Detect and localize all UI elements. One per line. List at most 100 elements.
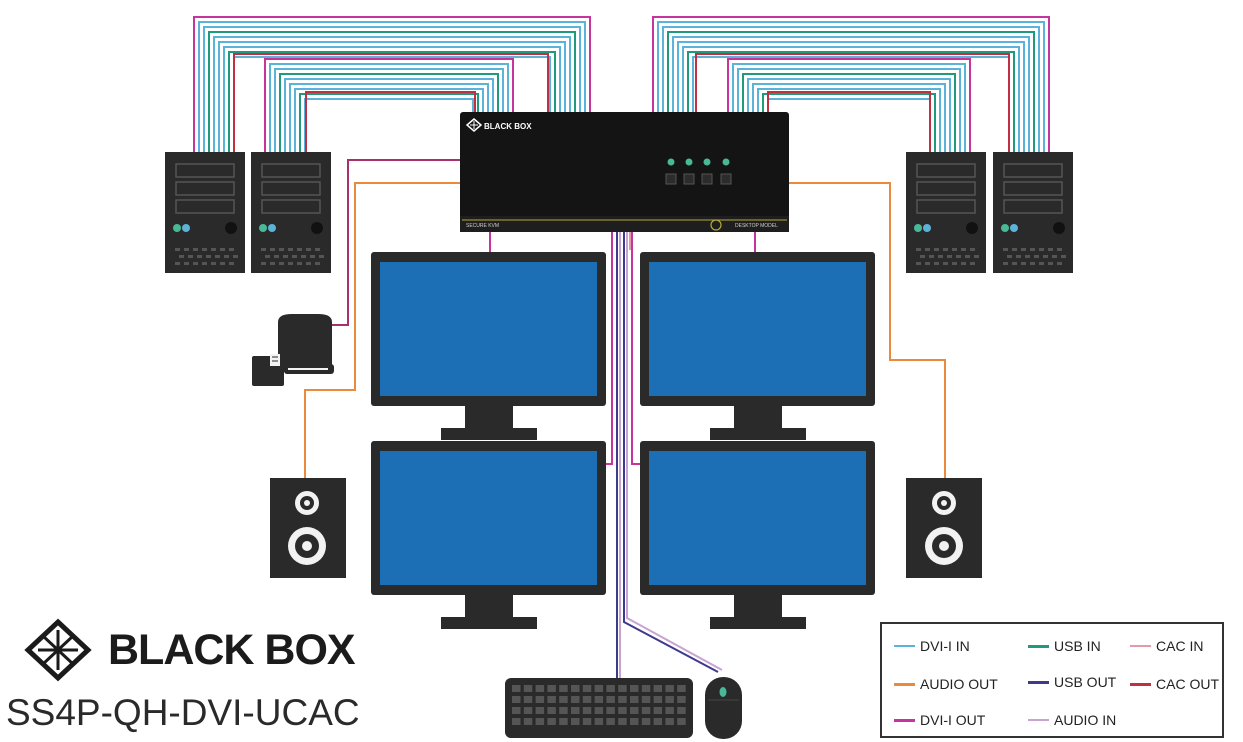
- legend-label-usb-out: USB OUT: [1054, 674, 1117, 690]
- keyboard-key: [582, 707, 592, 714]
- keyboard-key: [559, 696, 568, 703]
- keyboard-key: [618, 718, 627, 725]
- legend-swatch-usb-in: [1028, 644, 1049, 648]
- cable-bundle-right-outer-line: [657, 21, 1045, 152]
- keyboard-key: [582, 718, 592, 725]
- cable-bundle-left-outer: [193, 16, 591, 152]
- cable-bundle-right-outer-line: [677, 41, 1025, 152]
- keyboard-key: [665, 707, 674, 714]
- keyboard-key: [606, 696, 615, 703]
- keyboard-key: [571, 696, 580, 703]
- keyboard-key: [653, 718, 663, 725]
- cable-bundle-right-outer-outer-line: [652, 16, 1050, 152]
- computer-tower-icon: [251, 152, 331, 273]
- cable-bundle-left-outer-line: [223, 46, 561, 152]
- cable-bundle-left-inner-line: [284, 78, 494, 152]
- legend-item-dvi-out: DVI-I OUT: [894, 712, 985, 728]
- audio-in-cable-mouse: [626, 232, 723, 671]
- cable-bundle-right-inner-outer-line: [727, 58, 971, 152]
- mouse-icon: [705, 677, 742, 739]
- cable-bundle-right-inner-line: [767, 98, 931, 152]
- keyboard-key: [523, 685, 533, 692]
- keyboard-key: [547, 718, 556, 725]
- keyboard-key: [547, 685, 556, 692]
- keyboard-key: [523, 696, 533, 703]
- keyboard-key: [512, 707, 521, 714]
- legend-item-cac-out: CAC OUT: [1130, 676, 1219, 692]
- cac-reader-icon: [252, 314, 334, 386]
- keyboard-key: [653, 707, 663, 714]
- legend-swatch-dvi-out: [894, 718, 915, 722]
- cable-bundle-left-inner-line: [299, 93, 479, 152]
- cable-bundle-left-outer-line: [218, 41, 566, 152]
- legend-label-dvi-out: DVI-I OUT: [920, 712, 986, 728]
- keyboard-key: [582, 696, 592, 703]
- dvi-usb-cable-bundles: [193, 16, 1050, 152]
- legend-swatch-audio-in: [1028, 719, 1049, 721]
- audio-out-cable-right: [788, 182, 946, 478]
- cable-bundle-left-inner-line: [294, 88, 484, 152]
- keyboard-key: [535, 696, 545, 703]
- cable-bundle-right-inner-line: [737, 68, 961, 152]
- black-box-logo-icon: [465, 118, 483, 132]
- cac-out-cable: [332, 159, 462, 326]
- legend-item-usb-out: USB OUT: [1028, 674, 1116, 690]
- cable-bundle-left-inner-line: [304, 98, 474, 152]
- legend-item-cac-in: CAC IN: [1130, 638, 1203, 654]
- dvi-out-cable-monitor-4: [631, 232, 641, 465]
- legend-label-usb-in: USB IN: [1054, 638, 1101, 654]
- monitor-icon: [640, 252, 875, 440]
- cable-bundle-left-inner-line: [289, 83, 489, 152]
- cable-bundle-left-outer-outer-line: [193, 16, 591, 152]
- cable-bundle-right-outer-line: [662, 26, 1040, 152]
- keyboard-key: [665, 718, 674, 725]
- cac-in-cable-right-inner: [767, 91, 931, 152]
- cable-bundle-right-inner-line: [732, 63, 966, 152]
- keyboard-key: [571, 685, 580, 692]
- keyboard-key: [618, 696, 627, 703]
- cable-bundle-left-inner-line: [274, 68, 504, 152]
- cable-bundle-left-outer-line: [198, 21, 586, 152]
- keyboard-key: [535, 685, 545, 692]
- cable-bundle-right-outer-line: [667, 31, 1035, 152]
- legend-item-dvi-in: DVI-I IN: [894, 638, 970, 654]
- brand-name: BLACK BOX: [108, 626, 356, 674]
- keyboard-key: [641, 696, 651, 703]
- keyboard-key: [512, 685, 521, 692]
- computer-towers: [165, 152, 1073, 273]
- legend-item-audio-out: AUDIO OUT: [894, 676, 998, 692]
- cable-bundle-right-inner-line: [762, 93, 936, 152]
- kvm-port-leds: [667, 158, 730, 166]
- model-number: SS4P-QH-DVI-UCAC: [6, 692, 360, 733]
- keyboard-key: [559, 707, 568, 714]
- legend-swatch-usb-out: [1028, 680, 1049, 684]
- keyboard-key: [618, 707, 627, 714]
- keyboard-key: [653, 685, 663, 692]
- monitors: [371, 252, 875, 629]
- keyboard-key: [594, 685, 604, 692]
- monitor-icon: [371, 441, 606, 629]
- keyboard-key: [512, 718, 521, 725]
- keyboard-key: [641, 685, 651, 692]
- computer-tower-icon: [993, 152, 1073, 273]
- keyboard-key: [665, 685, 674, 692]
- kvm-brand-label: BLACK BOX: [484, 122, 532, 131]
- speaker-icon-right: [906, 478, 982, 578]
- cable-bundle-left-outer-line: [208, 31, 576, 152]
- keyboard-key: [618, 685, 627, 692]
- keyboard-key: [594, 696, 604, 703]
- legend-swatch-cac-out: [1130, 682, 1151, 686]
- computer-tower-icon: [906, 152, 986, 273]
- cable-bundle-right-inner-line: [757, 88, 941, 152]
- legend-label-audio-in: AUDIO IN: [1054, 712, 1117, 728]
- keyboard-key: [512, 696, 521, 703]
- cac-in-cable-right-outer: [695, 53, 1010, 152]
- kvm-port-buttons: [665, 173, 732, 185]
- keyboard-key: [559, 685, 568, 692]
- keyboard-key: [547, 707, 556, 714]
- legend-swatch-cac-in: [1130, 645, 1151, 647]
- cable-connections: [304, 159, 946, 678]
- keyboard-key: [641, 707, 651, 714]
